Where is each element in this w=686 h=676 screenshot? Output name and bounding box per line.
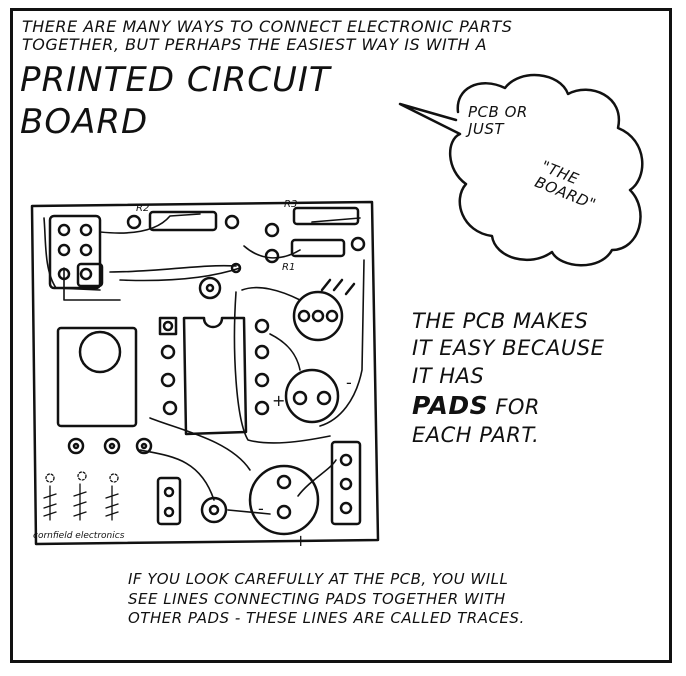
label-r2: R2: [136, 203, 149, 214]
maker-label: cornfield electronics: [33, 531, 124, 541]
bubble-line-1: PCB OR: [468, 104, 538, 121]
traces: [44, 214, 364, 514]
corn-logo: [44, 472, 118, 520]
bubble-text-1: PCB OR JUST: [468, 104, 538, 137]
pcb-line-4: PADS FOR: [412, 390, 662, 423]
pcb-line-5: EACH PART.: [412, 422, 662, 449]
pads-word: PADS: [412, 391, 488, 420]
label-plus-2: +: [294, 531, 307, 550]
caption-line-1: IF YOU LOOK CAREFULLY AT THE PCB, YOU WI…: [128, 570, 668, 590]
pcb-line-2: IT EASY BECAUSE: [412, 335, 662, 362]
caption: IF YOU LOOK CAREFULLY AT THE PCB, YOU WI…: [128, 570, 668, 629]
label-minus-2: -: [258, 499, 264, 518]
pcb-explanation: THE PCB MAKES IT EASY BECAUSE IT HAS PAD…: [412, 308, 662, 450]
bubble-line-2: JUST: [468, 121, 538, 138]
label-r1: R1: [282, 262, 295, 273]
pads-rest: FOR: [488, 395, 540, 419]
label-minus-1: -: [346, 373, 352, 392]
caption-line-3: OTHER PADS - THESE LINES ARE CALLED TRAC…: [128, 609, 668, 629]
pcb-line-1: THE PCB MAKES: [412, 308, 662, 335]
pcb-line-3: IT HAS: [412, 363, 662, 390]
label-r3: R3: [284, 199, 297, 210]
caption-line-2: SEE LINES CONNECTING PADS TOGETHER WITH: [128, 590, 668, 610]
label-plus-1: +: [272, 391, 285, 410]
